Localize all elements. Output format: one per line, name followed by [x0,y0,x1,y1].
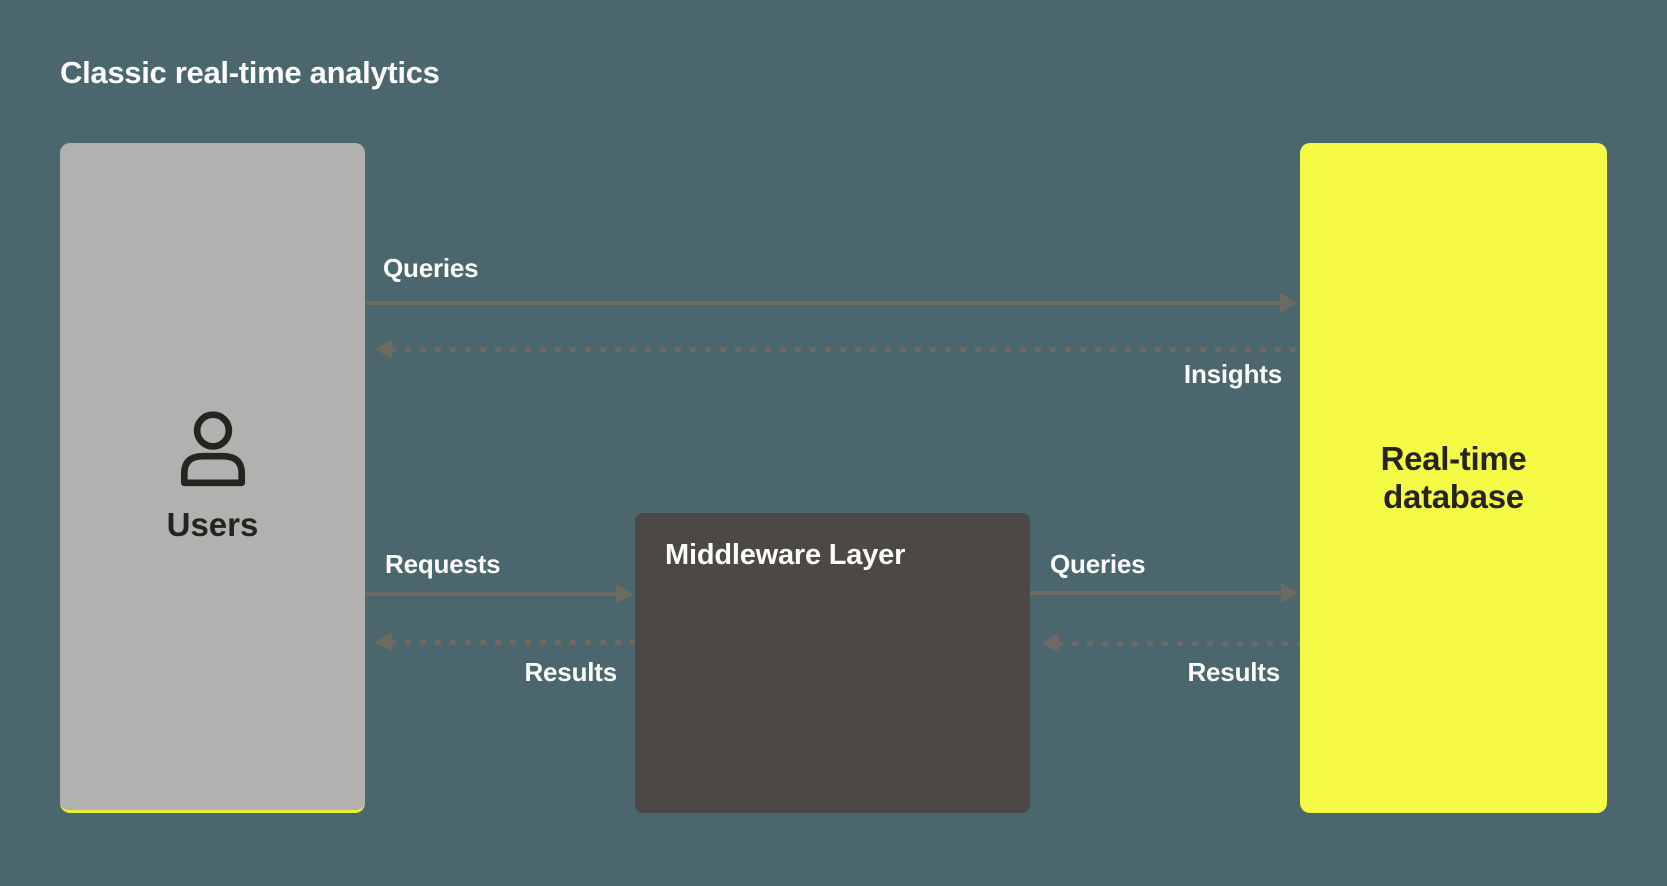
results-right-label: Results [1187,657,1280,687]
middleware-label: Middleware Layer [665,539,906,571]
insights-arrow-line [390,347,1300,352]
database-label: Real-time database [1380,440,1527,515]
results-left-arrow-line [390,640,635,645]
results-right-arrow-line [1057,641,1300,646]
insights-label: Insights [1183,359,1282,389]
node-users: Users [60,143,365,813]
queries-top-arrowhead-icon [1280,293,1297,313]
node-middleware: Middleware Layer [635,513,1030,813]
queries-right-label: Queries [1050,549,1146,579]
requests-label: Requests [385,549,501,579]
node-database: Real-time database [1300,143,1607,813]
queries-right-arrowhead-icon [1281,583,1298,603]
queries-top-arrow-line [365,301,1281,305]
queries-right-arrow-line [1030,591,1281,595]
results-left-label: Results [524,657,617,687]
results-left-arrowhead-icon [375,632,392,652]
insights-arrowhead-icon [375,339,392,359]
queries-top-label: Queries [383,253,479,283]
requests-arrow-line [365,592,616,596]
person-icon [180,411,245,487]
requests-arrowhead-icon [616,584,633,604]
diagram-title: Classic real-time analytics [60,55,440,90]
results-right-arrowhead-icon [1042,633,1059,653]
users-label: Users [166,506,259,543]
